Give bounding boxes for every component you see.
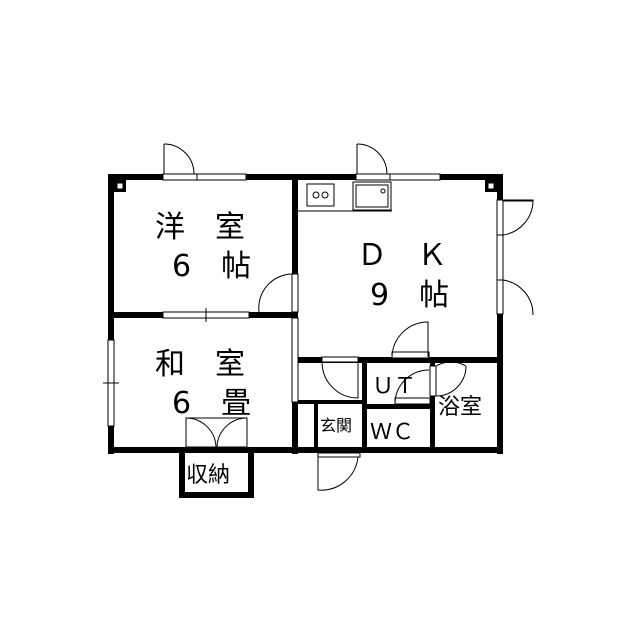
doors <box>162 143 534 491</box>
wc-label: ＷＣ <box>370 420 414 445</box>
japanese-room-size: 6 畳 <box>172 386 251 421</box>
dk-room-size: 9 帖 <box>370 278 449 313</box>
sink-icon <box>352 181 392 211</box>
stove-icon <box>306 183 335 207</box>
western-room-size: 6 帖 <box>172 249 251 284</box>
storage-label: 収納 <box>186 463 230 488</box>
bath-label: 浴室 <box>438 395 482 420</box>
entrance-label: 玄関 <box>320 416 352 435</box>
windows <box>103 173 504 427</box>
ut-label: ＵＴ <box>372 374 416 399</box>
kitchen-counter <box>298 181 392 212</box>
dk-room-name: Ｄ Ｋ <box>357 238 447 273</box>
western-room-name: 洋 室 <box>155 210 245 245</box>
japanese-room-name: 和 室 <box>155 347 245 382</box>
